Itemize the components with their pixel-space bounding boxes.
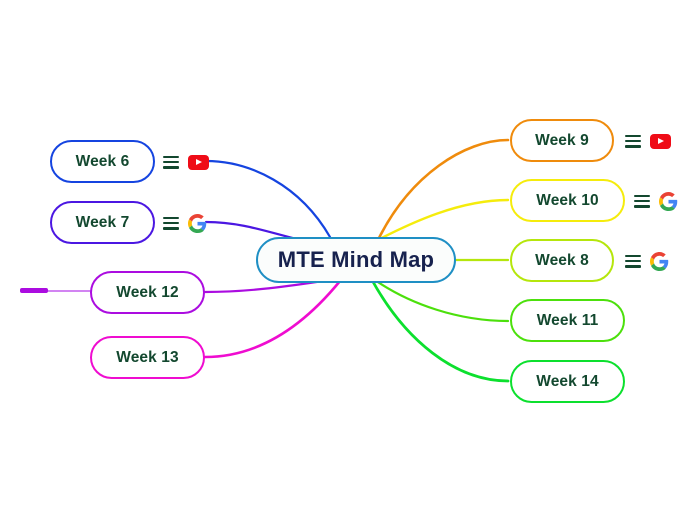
node-week-7[interactable]: Week 7: [50, 201, 155, 244]
google-icon[interactable]: [650, 251, 669, 271]
node-week-6[interactable]: Week 6: [50, 140, 155, 183]
hamburger-icon[interactable]: [625, 254, 641, 268]
icon-group-week-10: [634, 191, 678, 211]
node-week-11[interactable]: Week 11: [510, 299, 625, 342]
node-week-9-label: Week 9: [535, 131, 589, 149]
hamburger-icon[interactable]: [163, 155, 179, 169]
node-week-13[interactable]: Week 13: [90, 336, 205, 379]
youtube-icon[interactable]: [188, 154, 209, 170]
hamburger-icon[interactable]: [625, 134, 641, 148]
node-week-10-label: Week 10: [536, 191, 599, 209]
icon-group-week-7: [163, 213, 207, 233]
node-week-11-label: Week 11: [536, 311, 599, 329]
node-week-8[interactable]: Week 8: [510, 239, 614, 282]
icon-group-week-8: [625, 251, 669, 271]
edge-week-14: [370, 278, 510, 383]
node-week-12-label: Week 12: [116, 283, 179, 301]
google-icon[interactable]: [188, 213, 207, 233]
edge-week-6: [204, 159, 332, 239]
edge-week-13: [203, 279, 342, 359]
edge-week-9: [376, 138, 510, 242]
node-week-12[interactable]: Week 12: [90, 271, 205, 314]
node-week-6-label: Week 6: [75, 152, 130, 170]
orphan-branch-stub: [20, 288, 48, 293]
hamburger-icon[interactable]: [163, 216, 179, 230]
icon-group-week-6: [163, 152, 209, 172]
node-week-14[interactable]: Week 14: [510, 360, 625, 403]
central-node[interactable]: MTE Mind Map: [256, 237, 456, 283]
central-node-label: MTE Mind Map: [277, 247, 435, 272]
youtube-icon[interactable]: [650, 133, 671, 149]
google-icon[interactable]: [659, 191, 678, 211]
node-week-7-label: Week 7: [75, 213, 130, 231]
node-week-13-label: Week 13: [116, 348, 179, 366]
node-week-9[interactable]: Week 9: [510, 119, 614, 162]
node-week-14-label: Week 14: [536, 372, 599, 390]
hamburger-icon[interactable]: [634, 194, 650, 208]
node-week-8-label: Week 8: [535, 251, 589, 269]
node-week-10[interactable]: Week 10: [510, 179, 625, 222]
icon-group-week-9: [625, 131, 671, 151]
edge-week-11: [370, 276, 510, 323]
